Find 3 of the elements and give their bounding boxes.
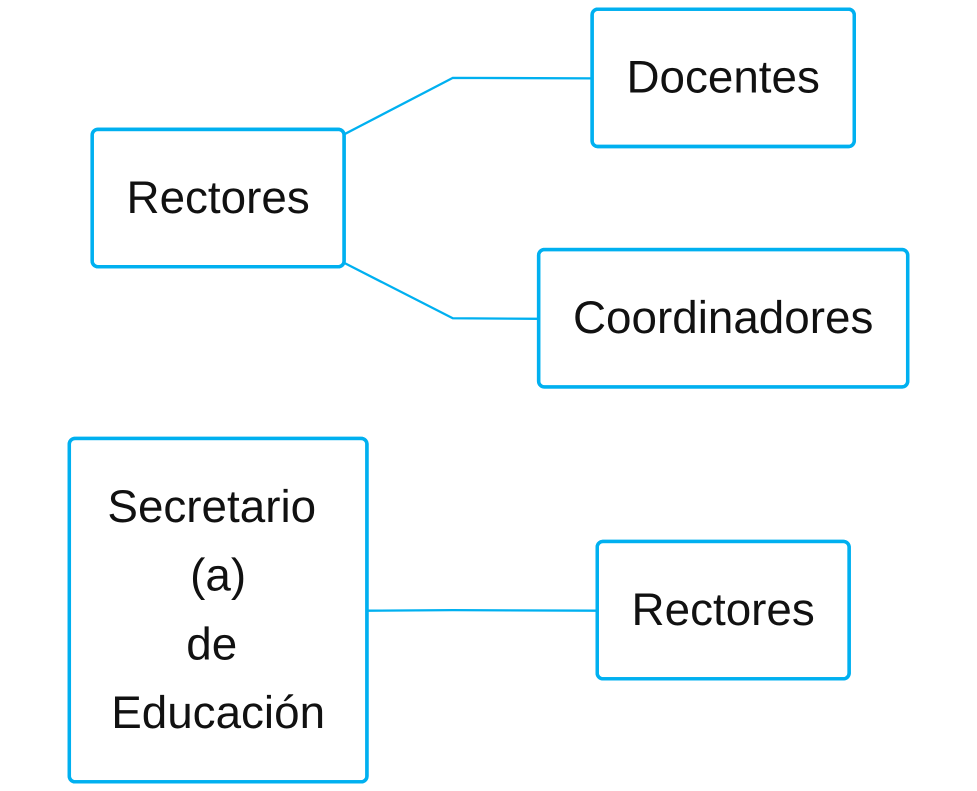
connector <box>368 609 598 612</box>
connector <box>344 262 540 320</box>
connector <box>344 76 593 136</box>
